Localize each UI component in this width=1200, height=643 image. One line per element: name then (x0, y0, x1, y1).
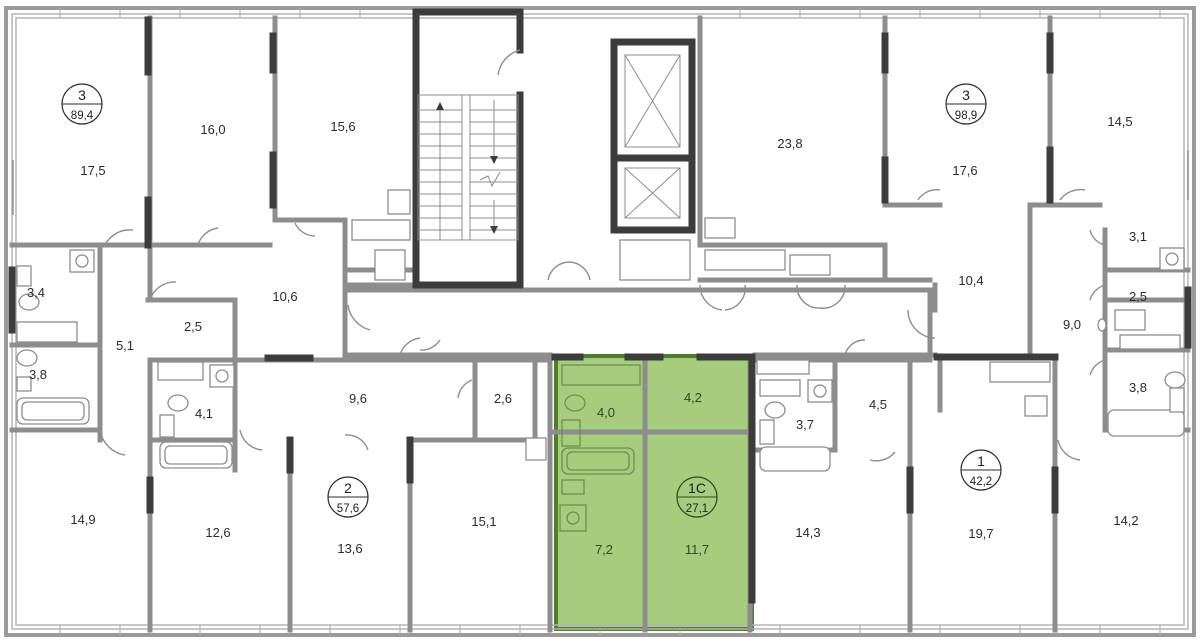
apartment-rooms: 1 (977, 453, 985, 469)
windows (59, 8, 1161, 635)
room-area: 4,0 (597, 405, 615, 420)
apartment-area: 42,2 (970, 476, 992, 488)
room-area: 16,0 (200, 122, 225, 137)
apartment-area: 98,9 (955, 110, 977, 122)
apartment-rooms: 1С (688, 480, 706, 496)
apartment-badge-highlighted: 1С 27,1 (676, 476, 718, 518)
room-area: 10,4 (958, 273, 983, 288)
room-area: 12,6 (205, 525, 230, 540)
room-area: 3,8 (1129, 380, 1147, 395)
apartment-area: 89,4 (71, 110, 94, 122)
room-area: 14,2 (1113, 513, 1138, 528)
stair-down-arrow-icon-2 (490, 226, 498, 234)
room-area: 17,5 (80, 163, 105, 178)
room-area: 7,2 (595, 542, 613, 557)
stair-up-arrow-icon (436, 102, 444, 110)
elevator-icon-2 (624, 167, 681, 219)
stair-down-arrow-icon (490, 156, 498, 164)
elevator-icon (624, 54, 681, 148)
room-area: 9,6 (349, 391, 367, 406)
room-area: 19,7 (968, 526, 993, 541)
bathroom-fixtures (16, 189, 1186, 472)
apartment-area: 57,6 (337, 503, 359, 515)
room-area: 2,5 (184, 319, 202, 334)
apartment-rooms: 2 (344, 480, 352, 496)
highlighted-apartment-1c[interactable] (554, 354, 754, 631)
apartment-area: 27,1 (686, 503, 708, 515)
room-area: 17,6 (952, 163, 977, 178)
room-area: 3,4 (27, 285, 45, 300)
room-area: 9,0 (1063, 317, 1081, 332)
room-area: 3,8 (29, 367, 47, 382)
room-area: 4,1 (195, 406, 213, 421)
apartment-badge: 2 57,6 (327, 476, 369, 518)
room-area: 4,2 (684, 390, 702, 405)
highlighted-fixtures (559, 364, 641, 532)
room-area: 4,5 (869, 397, 887, 412)
doors (12, 49, 1189, 462)
staircase (417, 94, 519, 241)
apartment-badge: 1 42,2 (960, 449, 1002, 491)
room-area: 13,6 (337, 541, 362, 556)
room-areas: 17,5 16,0 15,6 23,8 17,6 14,5 3,4 3,8 5,… (27, 114, 1147, 557)
room-area: 14,5 (1107, 114, 1132, 129)
room-area: 11,7 (685, 542, 709, 557)
room-area: 3,1 (1129, 229, 1147, 244)
room-area: 14,3 (795, 525, 820, 540)
structural-walls (8, 8, 1192, 604)
room-area: 15,1 (471, 514, 496, 529)
room-area: 3,7 (796, 417, 814, 432)
apartment-rooms: 3 (78, 87, 86, 103)
room-area: 5,1 (116, 338, 134, 353)
room-area: 2,5 (1129, 289, 1147, 304)
washing-machine-icon (69, 247, 1185, 403)
apartment-badge: 3 89,4 (61, 83, 103, 125)
room-area: 2,6 (494, 391, 512, 406)
apartment-badge: 3 98,9 (945, 83, 987, 125)
apartment-rooms: 3 (962, 87, 970, 103)
room-area: 15,6 (330, 119, 355, 134)
room-area: 23,8 (777, 136, 802, 151)
room-area: 10,6 (272, 289, 297, 304)
room-area: 14,9 (70, 512, 95, 527)
